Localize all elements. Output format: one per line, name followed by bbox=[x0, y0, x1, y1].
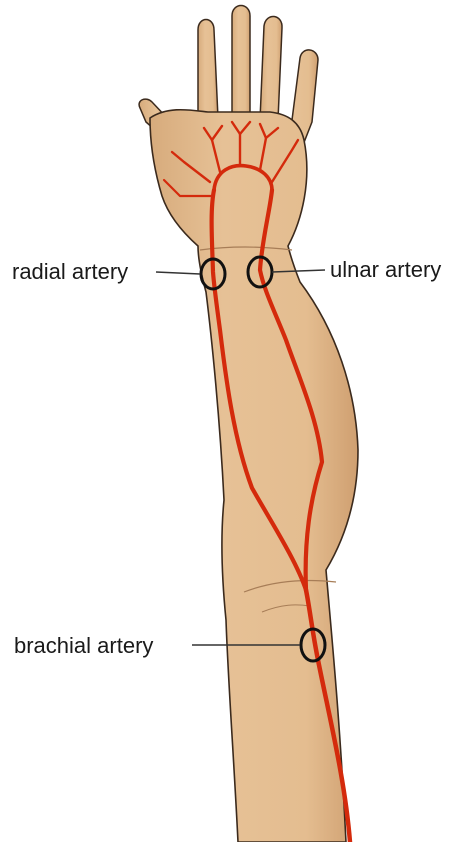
index-finger bbox=[260, 16, 282, 120]
radial-artery-label: radial artery bbox=[12, 259, 128, 284]
hand-and-arm bbox=[150, 110, 358, 842]
radial-leader-line bbox=[156, 272, 200, 274]
ulnar-artery-label: ulnar artery bbox=[330, 257, 441, 282]
middle-finger bbox=[232, 6, 250, 119]
arm-illustration bbox=[139, 6, 358, 842]
ring-finger bbox=[198, 20, 218, 119]
brachial-artery-label: brachial artery bbox=[14, 633, 153, 658]
